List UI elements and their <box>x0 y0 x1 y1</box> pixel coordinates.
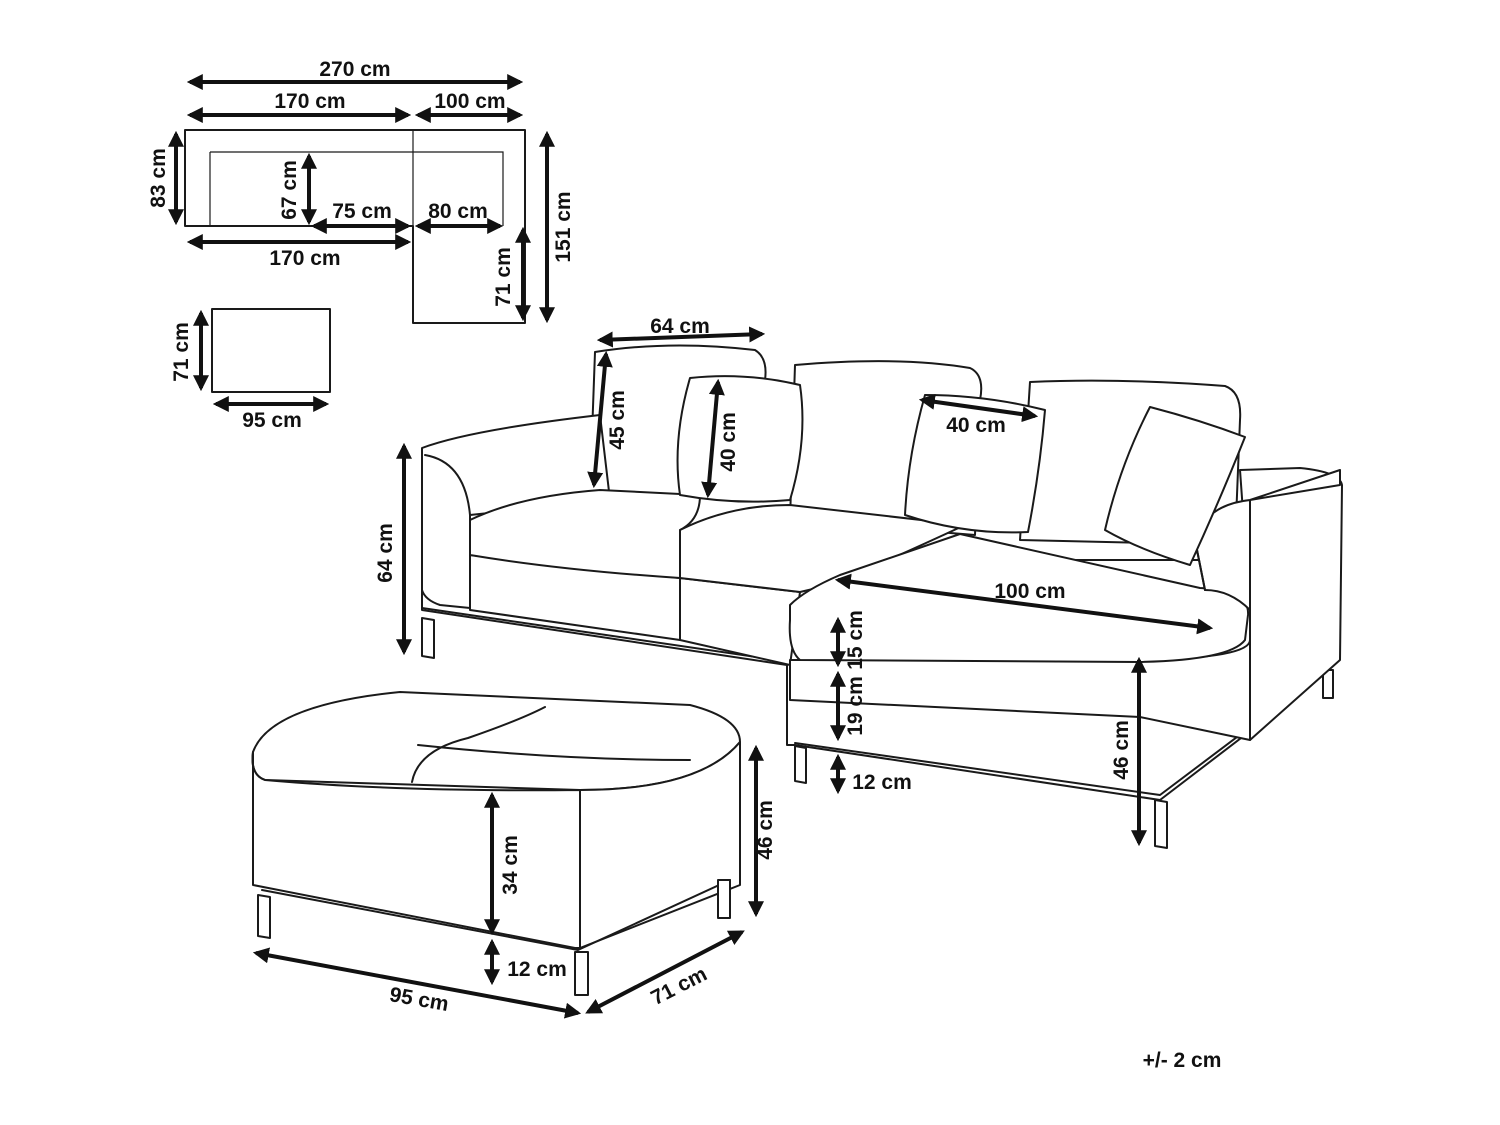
ottoman-plan-view: 71 cm 95 cm <box>170 308 331 432</box>
label-pillow-height: 40 cm <box>717 412 740 472</box>
sofa-leg-left <box>421 617 435 659</box>
plan-outline <box>184 129 526 324</box>
ottoman-side <box>579 741 741 949</box>
label-depth: 83 cm <box>147 148 170 208</box>
label-chaise-length: 100 cm <box>994 580 1065 603</box>
dim-ottoman-depth <box>585 930 745 1014</box>
label-chaise-extension: 71 cm <box>492 247 515 307</box>
label-left-width-top: 170 cm <box>274 90 345 113</box>
dim-cushion-width <box>596 326 766 348</box>
sofa-illustration: 64 cm 45 cm 40 cm 40 cm 64 cm 100 cm 15 … <box>374 315 1343 849</box>
label-cushion-height: 45 cm <box>606 390 629 450</box>
label-seat-height: 46 cm <box>1110 720 1133 780</box>
label-seat-depth: 67 cm <box>278 160 301 220</box>
label-sofa-leg-height: 12 cm <box>852 771 912 794</box>
label-cushion-width: 64 cm <box>650 315 710 338</box>
sofa-left-arm-curve <box>424 454 471 516</box>
label-ottoman-total-height: 46 cm <box>754 800 777 860</box>
plan-view: 270 cm 170 cm 100 cm 83 cm 67 cm 75 cm 8… <box>147 58 575 324</box>
label-seat-width-right: 80 cm <box>428 200 488 223</box>
pillow-1 <box>676 375 804 503</box>
label-ottoman-plan-depth: 71 cm <box>170 322 193 382</box>
sofa-leg-right <box>1154 799 1168 849</box>
tolerance-note: +/- 2 cm <box>1143 1049 1222 1072</box>
label-ottoman-depth: 71 cm <box>647 962 710 1010</box>
dim-ottoman-width <box>252 947 582 1019</box>
dim-pillow-width <box>918 393 1039 423</box>
dim-pillow-height <box>701 378 725 499</box>
label-total-depth: 151 cm <box>552 191 575 262</box>
sofa-left-rail <box>421 607 791 663</box>
label-seat-cushion-height: 15 cm <box>844 610 867 670</box>
label-overall-height: 64 cm <box>374 523 397 583</box>
ottoman-seam-1 <box>411 706 546 783</box>
dim-chaise-length <box>834 573 1214 635</box>
sofa-leg-front <box>794 745 807 784</box>
ottoman-leg-front <box>574 951 589 996</box>
ottoman-seam-2 <box>417 744 691 761</box>
plan-seat-outline <box>209 151 504 226</box>
seat-cushion-left <box>469 489 701 579</box>
label-seat-width-left: 75 cm <box>332 200 392 223</box>
label-base-height: 19 cm <box>844 676 867 736</box>
label-total-width: 270 cm <box>319 58 390 81</box>
label-chaise-width: 100 cm <box>434 90 505 113</box>
label-pillow-width: 40 cm <box>946 414 1006 437</box>
label-ottoman-leg-height: 12 cm <box>507 958 567 981</box>
ottoman-leg-right <box>717 879 731 919</box>
label-ottoman-plan-width: 95 cm <box>242 409 302 432</box>
label-ottoman-body-height: 34 cm <box>499 835 522 895</box>
sofa-right-back <box>1239 467 1343 741</box>
pillow-3 <box>1104 406 1246 566</box>
ottoman-leg-left <box>257 894 271 939</box>
ottoman-illustration: 34 cm 12 cm 46 cm 95 cm 71 cm <box>251 691 777 1019</box>
dim-cushion-height <box>587 350 613 489</box>
ottoman-plan-outline <box>211 308 331 393</box>
ottoman-top <box>251 691 741 791</box>
label-left-width-bottom: 170 cm <box>269 247 340 270</box>
